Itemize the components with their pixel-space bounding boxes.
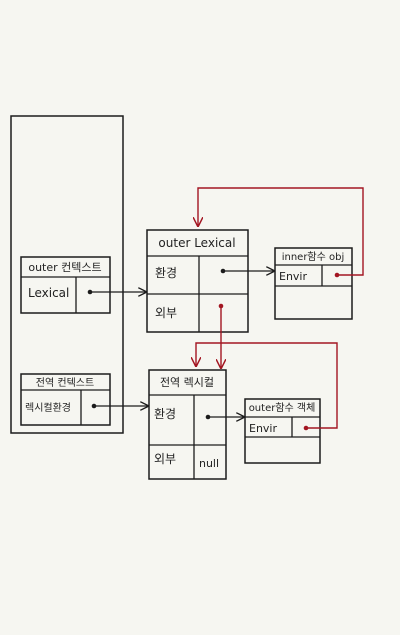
global-context-title: 전역 컨텍스트 (36, 377, 94, 389)
outer-function-title: outer함수 객체 (249, 402, 316, 414)
outer-lexical-environment: outer Lexical 환경 외부 (146, 229, 249, 333)
outer-context-title: outer 컨텍스트 (28, 261, 101, 274)
global-context-env-label: 렉시컬환경 (25, 401, 71, 414)
global-lexical-environment: 전역 렉시컬 환경 외부 null (148, 369, 227, 480)
inner-function-env-label: Envir (279, 270, 307, 283)
inner-function-envir-to-outer-lexical-arrow (198, 187, 364, 276)
outer-lexical-env-label: 환경 (155, 266, 177, 280)
global-lexical-outer-value: null (199, 457, 219, 470)
global-context-record: 전역 컨텍스트 렉시컬환경 (20, 373, 111, 426)
global-lexical-env-label: 환경 (154, 407, 176, 421)
outer-lexical-title: outer Lexical (158, 236, 235, 250)
outer-function-envir-to-global-lexical-arrow (196, 342, 338, 429)
global-lexical-title: 전역 렉시컬 (160, 376, 214, 389)
global-lexical-outer-label: 외부 (154, 452, 176, 466)
outer-context-env-label: Lexical (28, 286, 69, 300)
outer-function-object: outer함수 객체 Envir (244, 398, 321, 464)
outer-lexical-outer-label: 외부 (155, 306, 177, 320)
inner-function-object: inner함수 obj Envir (274, 247, 353, 320)
outer-context-record: outer 컨텍스트 Lexical (20, 256, 111, 314)
outer-function-env-label: Envir (249, 422, 277, 435)
inner-function-title: inner함수 obj (282, 251, 345, 263)
execution-context-stack (10, 115, 124, 434)
